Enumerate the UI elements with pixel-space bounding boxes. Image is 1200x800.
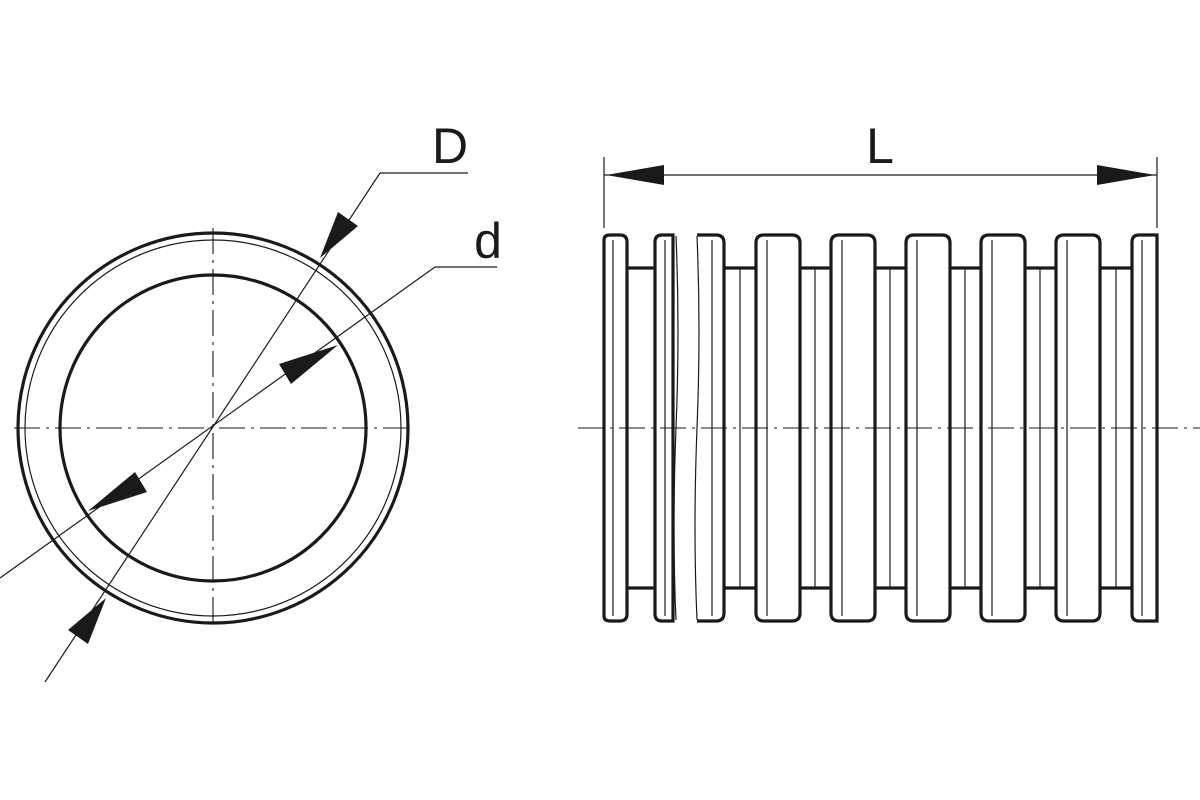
ribs-right-group [697, 233, 1159, 623]
outer-diameter-label: D [432, 118, 468, 174]
cross-section-view: D d [0, 118, 502, 683]
rib [1054, 233, 1102, 623]
outer-diameter-leader [44, 172, 381, 683]
inner-diameter-arrow-upper [279, 345, 338, 384]
outer-diameter-arrow-top [320, 212, 358, 258]
rib [829, 233, 877, 623]
length-arrow-left [606, 165, 664, 185]
length-label: L [866, 118, 894, 174]
inner-wall-ring [58, 273, 368, 583]
break-line-right [694, 235, 700, 621]
rib [979, 233, 1027, 623]
inner-diameter-arrow-lower [88, 472, 147, 511]
outer-wall-ring [16, 231, 410, 625]
side-view: L [578, 118, 1200, 623]
outer-wall-inner-edge [24, 239, 402, 617]
rib [653, 233, 675, 623]
outer-diameter-arrow-bottom [68, 598, 106, 644]
rib [904, 233, 952, 623]
length-arrow-right [1097, 165, 1155, 185]
rib [602, 233, 629, 623]
inner-diameter-label: d [474, 213, 502, 269]
rib [1130, 233, 1159, 623]
inner-diameter-leader [0, 266, 436, 579]
rib [754, 233, 802, 623]
